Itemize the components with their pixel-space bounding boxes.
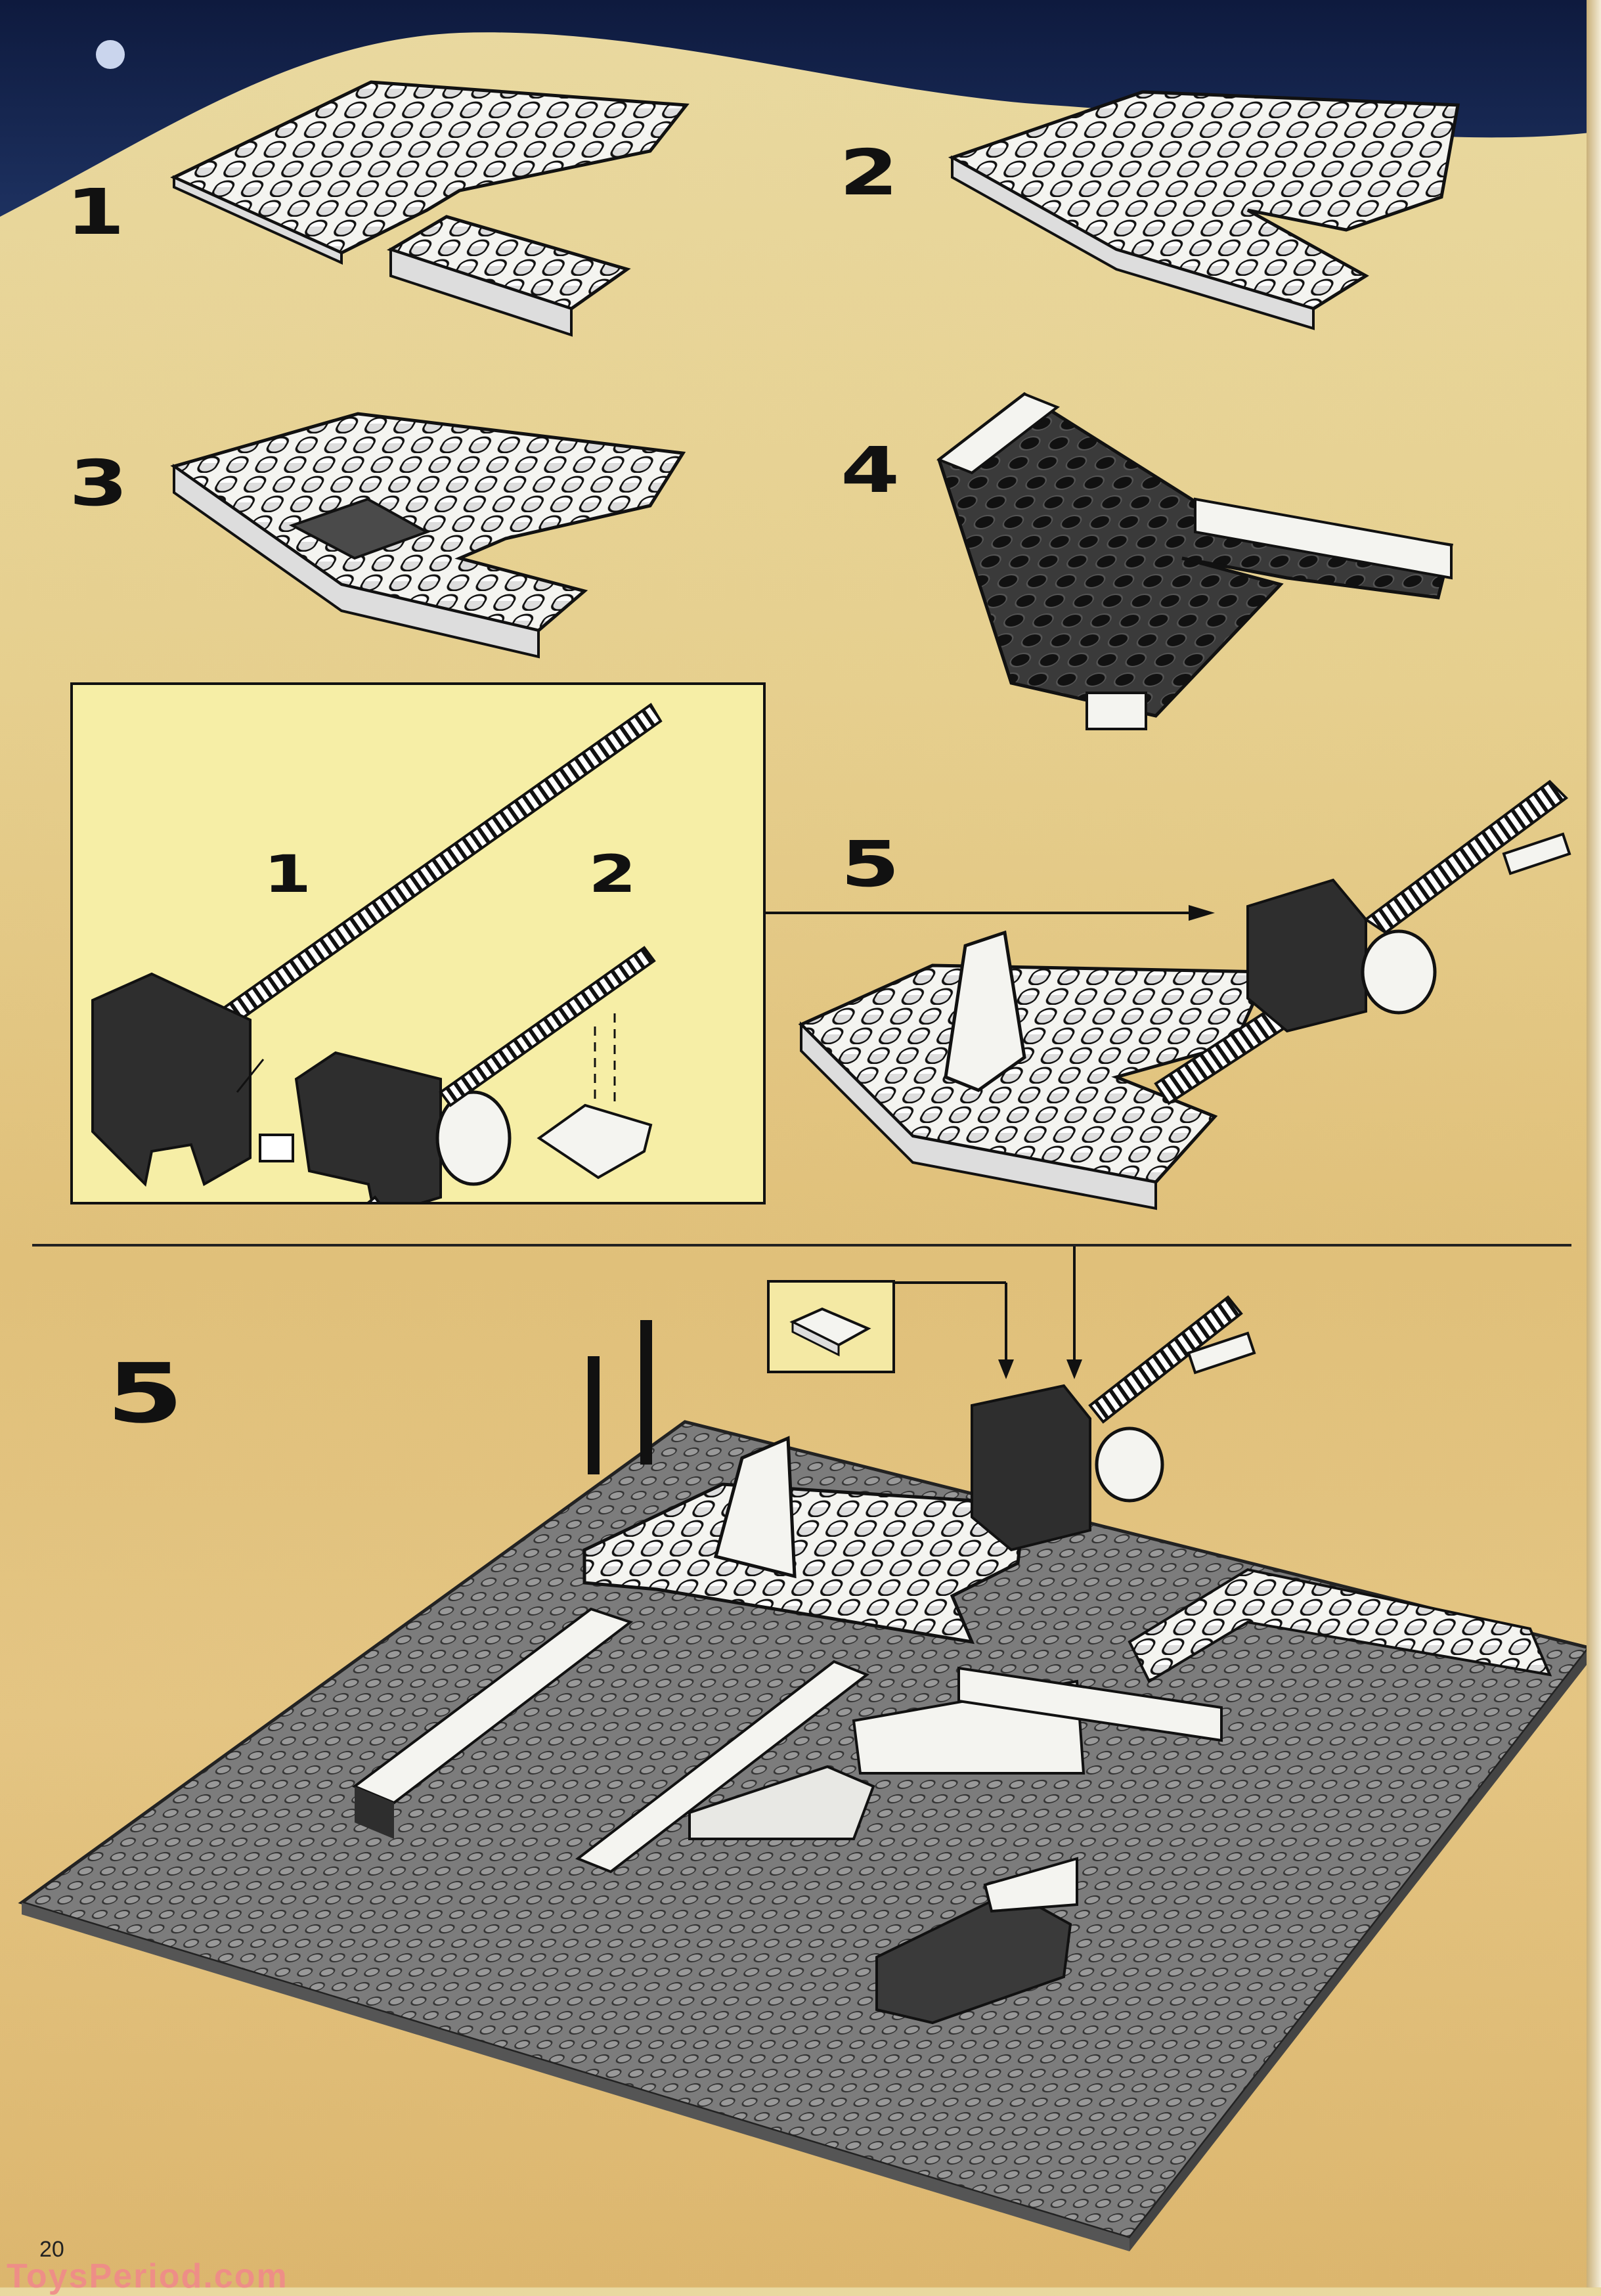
step-3-number: 3 [69,447,129,520]
antenna-left [588,1356,600,1474]
planet-glow [96,40,125,69]
antenna-right [640,1320,652,1465]
motor-brick-1 [91,972,294,1187]
motor-brick-2 [294,946,656,1202]
subassembly-inset: 1 2 [70,682,766,1204]
page-binding-edge [1587,0,1601,2287]
step-4-number: 4 [841,433,900,507]
step4-underside [936,391,1454,730]
substep-2-number: 2 [588,845,637,904]
step2-plates [948,90,1460,330]
step-2-number: 2 [839,136,899,210]
step-1-number: 1 [66,175,125,249]
substep-1-number: 1 [263,845,312,904]
step-5-number-lower: 5 [106,1346,184,1442]
part-callout-box [767,1280,895,1373]
step-5-number-upper: 5 [841,828,900,901]
page-number: 20 [39,2237,64,2262]
night-sky-background [0,0,1601,217]
watermark: ToysPeriod.com [7,2257,288,2295]
step5-upper-assembly [798,780,1571,1210]
step3-plates [170,412,686,659]
baseplate-assembly [18,1295,1592,2251]
section-divider [32,1244,1571,1247]
step1-plates [170,80,690,337]
